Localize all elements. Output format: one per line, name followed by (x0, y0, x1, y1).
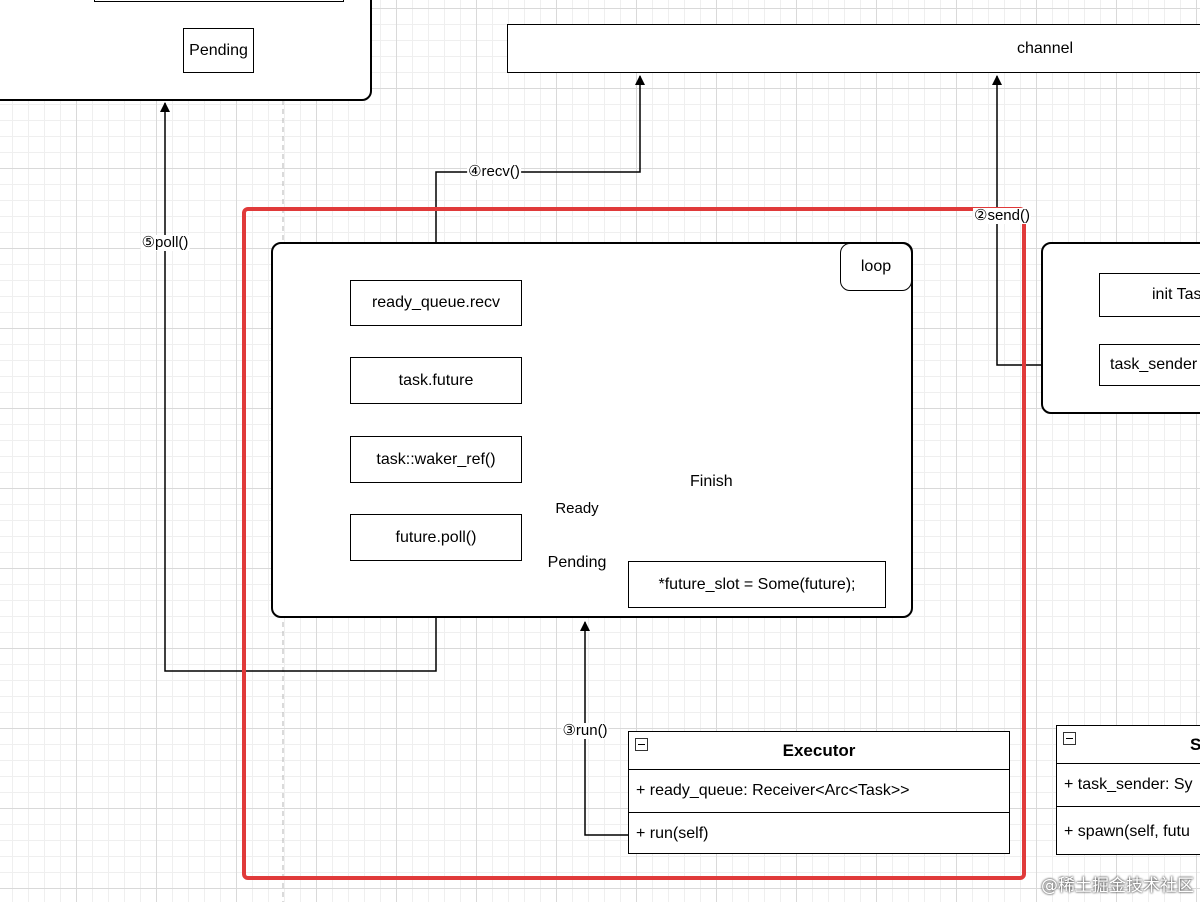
step-future-poll: future.poll() (350, 514, 522, 561)
top-left-inner-box (94, 0, 344, 2)
step-waker-ref: task::waker_ref() (350, 436, 522, 483)
spawner-class-title: S (1190, 735, 1200, 755)
poll-edge-label: ⑤poll() (140, 234, 190, 251)
executor-class-title: Executor (782, 740, 856, 760)
pending-box: Pending (183, 28, 254, 73)
loop-tag: loop (840, 243, 912, 291)
recv-connector (435, 75, 645, 281)
highlight-frame (242, 207, 1026, 880)
recv-edge-label: ④recv() (467, 163, 521, 180)
task-sender-label: task_sender (1110, 356, 1198, 373)
channel-label: channel (1017, 39, 1074, 57)
future-slot-box: *future_slot = Some(future); (628, 561, 886, 608)
spawner-frame (1041, 242, 1200, 414)
init-task-box: init Tas (1099, 273, 1200, 317)
init-task-label: init Tas (1152, 286, 1200, 303)
collapse-icon[interactable] (635, 738, 648, 751)
executor-method: + run(self) (636, 825, 709, 842)
spawner-field: + task_sender: Sy (1057, 764, 1200, 807)
step-task-future: task.future (350, 357, 522, 404)
executor-class: Executor + ready_queue: Receiver<Arc<Tas… (628, 731, 1010, 854)
ready-edge-label: Ready (554, 500, 600, 517)
collapse-icon[interactable] (1063, 732, 1076, 745)
watermark: @稀土掘金技术社区 (1041, 876, 1194, 896)
spawner-class: S + task_sender: Sy + spawn(self, futu (1056, 725, 1200, 855)
task-sender-box: task_sender (1099, 344, 1200, 386)
executor-field: + ready_queue: Receiver<Arc<Task>> (629, 770, 1009, 813)
run-edge-label: ③run() (561, 722, 609, 739)
spawner-class-header: S (1057, 726, 1200, 764)
finish-label: Finish (690, 473, 733, 490)
run-connector (580, 621, 628, 836)
channel-box: channel (507, 24, 1200, 73)
executor-class-header: Executor (629, 732, 1009, 770)
send-edge-label: ②send() (973, 207, 1031, 224)
pending-edge-label: Pending (546, 554, 608, 571)
step-ready-queue-recv: ready_queue.recv (350, 280, 522, 326)
spawner-method: + spawn(self, futu (1064, 822, 1190, 840)
